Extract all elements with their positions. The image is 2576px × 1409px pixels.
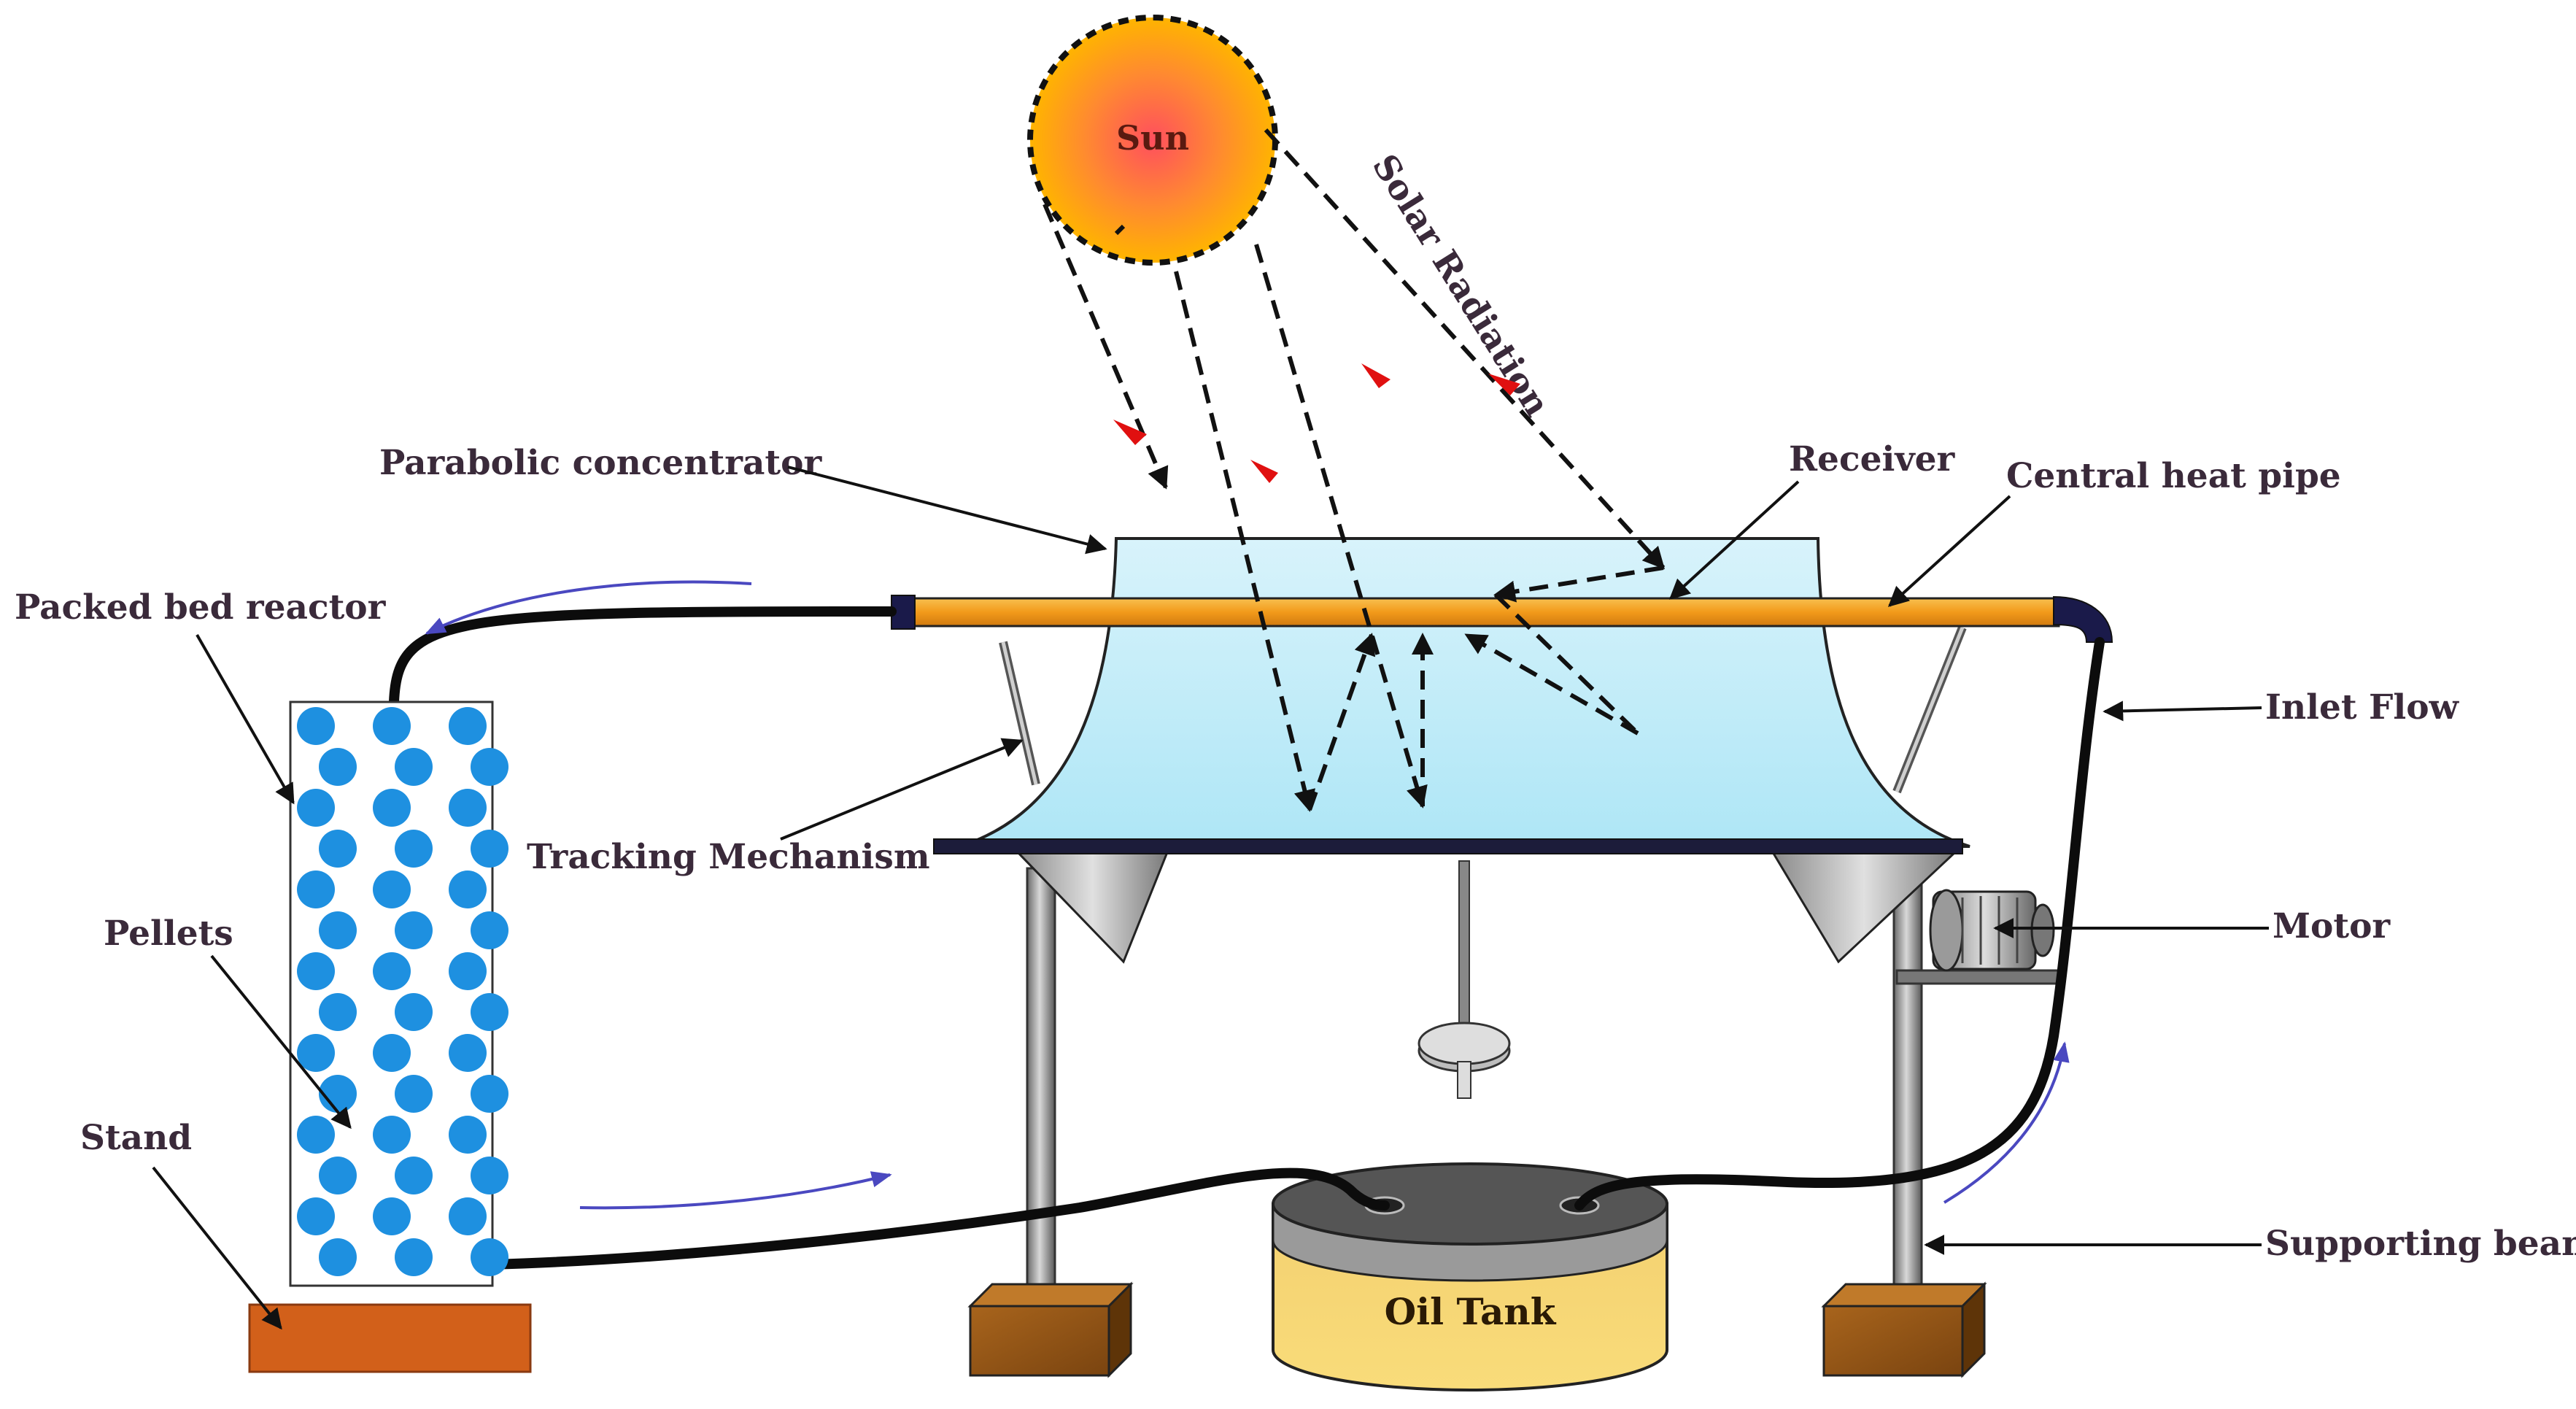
solar-radiation-label: Solar Radiation: [1364, 147, 1558, 423]
pellet: [319, 911, 357, 949]
pellet: [449, 1197, 487, 1235]
packed-bed-reactor: [289, 700, 508, 1287]
parabolic-concentrator-pointer: [787, 466, 1107, 555]
labels: Parabolic concentrator Receiver Central …: [15, 439, 2576, 1330]
pellets-label: Pellets: [104, 914, 233, 954]
tracking-mechanism-arms: [999, 625, 1967, 794]
sun: Sun: [1027, 15, 1278, 266]
pellet: [319, 1157, 357, 1194]
pellet: [449, 1116, 487, 1154]
sun-label: Sun: [1116, 118, 1189, 158]
pellet: [373, 789, 411, 827]
supporting-beam-label: Supporting beam: [2265, 1224, 2576, 1264]
inlet-flow-pointer: [2103, 700, 2262, 722]
motor-label: Motor: [2273, 906, 2391, 946]
pellet: [373, 1197, 411, 1235]
counterweight: [1417, 860, 1511, 1099]
pellet: [319, 1075, 357, 1113]
oil-tank-label: Oil Tank: [1385, 1290, 1557, 1333]
pellet: [395, 1238, 433, 1276]
solar-rays: [1043, 128, 1666, 812]
stand-label: Stand: [80, 1118, 192, 1158]
pellet: [373, 1116, 411, 1154]
pellet: [297, 789, 335, 827]
ray-arrowheads: [1113, 363, 1520, 483]
pellet: [297, 707, 335, 745]
pellet: [471, 1157, 508, 1194]
pellet: [471, 911, 508, 949]
funnels: [1015, 851, 1958, 964]
pellet: [297, 1197, 335, 1235]
tracking-mechanism-label: Tracking Mechanism: [527, 837, 930, 877]
pellet: [395, 830, 433, 868]
central-heat-pipe: [891, 595, 2113, 643]
pellet: [373, 1034, 411, 1072]
pellet: [297, 952, 335, 990]
pellets: [297, 707, 508, 1276]
receiver-label: Receiver: [1789, 439, 1956, 479]
pellet: [373, 952, 411, 990]
pellet: [471, 1238, 508, 1276]
motor: [1929, 889, 2055, 972]
pellet: [395, 1075, 433, 1113]
pellet: [297, 1116, 335, 1154]
pellet: [471, 830, 508, 868]
pellet: [297, 1034, 335, 1072]
receiver-pointer: [1668, 480, 1800, 600]
oil-tank: Oil Tank: [1272, 1162, 1668, 1391]
pellet: [373, 707, 411, 745]
pellet: [471, 1075, 508, 1113]
pellet: [297, 871, 335, 908]
central-heat-pipe-pointer: [1887, 495, 2011, 607]
stand: [248, 1303, 532, 1373]
packed-bed-reactor-pointer: [196, 634, 295, 805]
pellet: [319, 830, 357, 868]
tracking-mechanism-pointer: [780, 738, 1024, 841]
flow-arrows: [425, 580, 2070, 1210]
central-heat-pipe-label: Central heat pipe: [2006, 456, 2341, 496]
pellet: [471, 993, 508, 1031]
pellet: [471, 748, 508, 786]
pellet: [395, 748, 433, 786]
pellets-pointer: [210, 954, 352, 1130]
pellet: [319, 1238, 357, 1276]
pellet: [319, 748, 357, 786]
stand-pointer: [152, 1166, 282, 1330]
inlet-flow-label: Inlet Flow: [2265, 687, 2460, 727]
pellet: [449, 789, 487, 827]
beam-feet: [967, 1281, 1987, 1378]
parabolic-concentrator: [933, 537, 1970, 854]
pellet: [395, 911, 433, 949]
hoses: [389, 606, 2105, 1270]
packed-bed-reactor-label: Packed bed reactor: [15, 587, 387, 628]
pellet: [449, 952, 487, 990]
parabolic-concentrator-label: Parabolic concentrator: [379, 443, 822, 483]
pellet: [449, 871, 487, 908]
pellet: [395, 1157, 433, 1194]
pellet: [449, 707, 487, 745]
pellet: [449, 1034, 487, 1072]
pellet: [319, 993, 357, 1031]
pellet: [373, 871, 411, 908]
pellet: [395, 993, 433, 1031]
